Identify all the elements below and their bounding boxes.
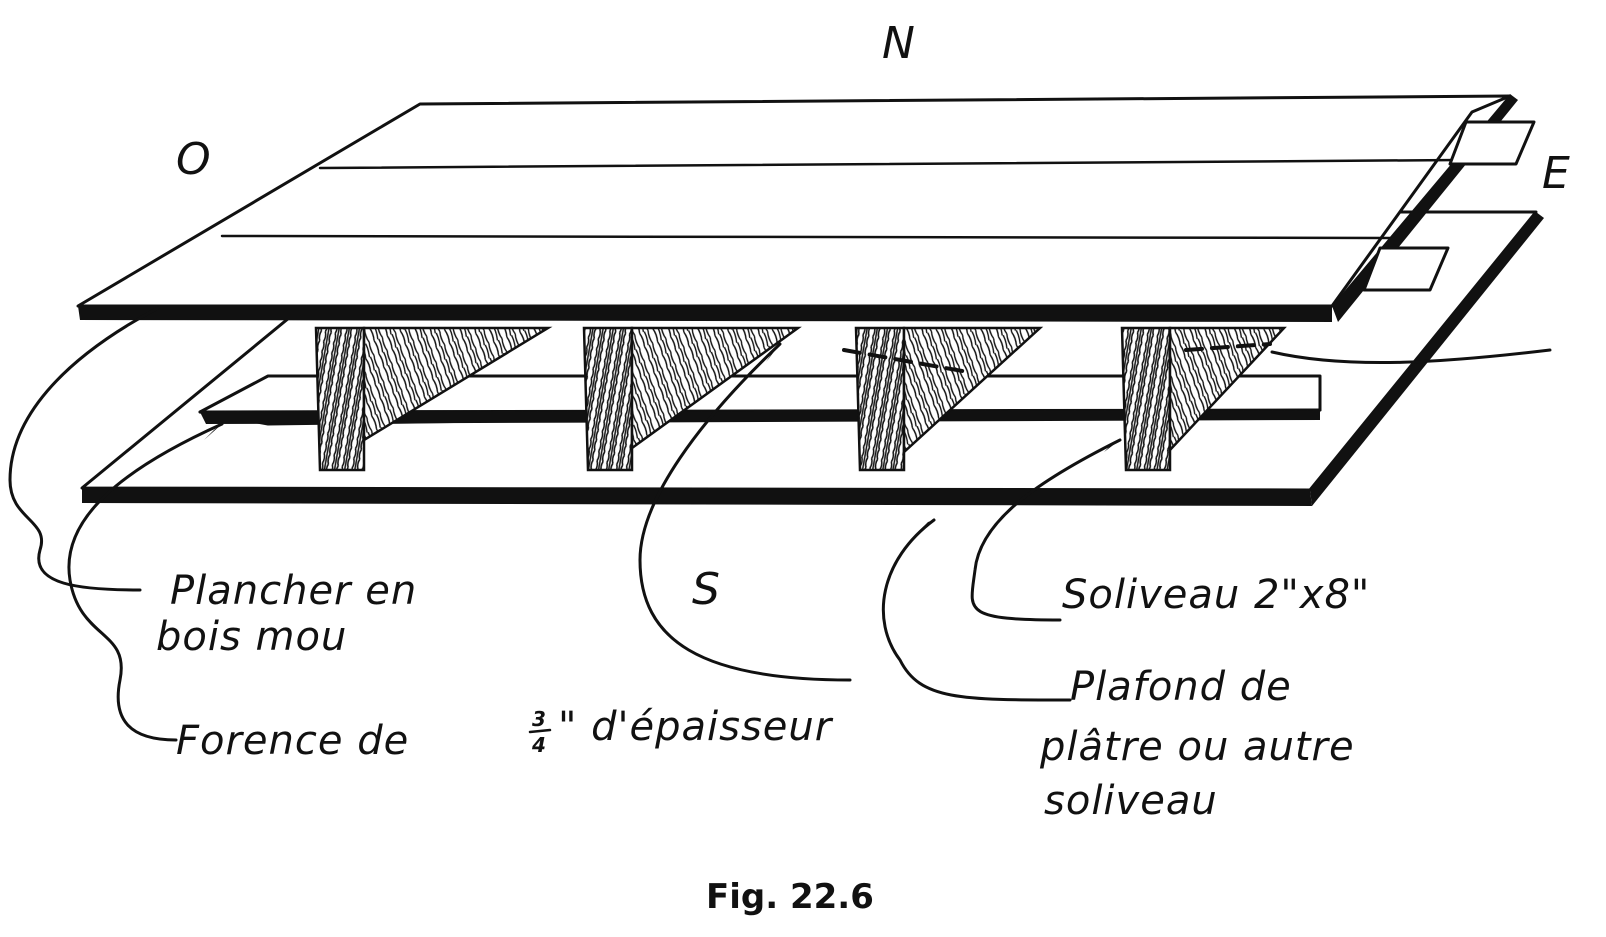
label-subfloor-suffix: " d'épaisseur bbox=[558, 704, 834, 750]
joist-4 bbox=[1120, 326, 1287, 472]
leader-lines bbox=[8, 306, 1552, 742]
compass-west: O bbox=[176, 134, 211, 185]
cross-strips bbox=[198, 374, 1322, 426]
label-subfloor-fraction-denominator: 4 bbox=[531, 733, 546, 757]
upper-plane bbox=[76, 94, 1536, 322]
label-softwood-floor-line2: bois mou bbox=[156, 614, 347, 660]
label-ceiling-line1: Plafond de bbox=[1070, 664, 1292, 710]
label-ceiling-line3: soliveau bbox=[1044, 778, 1218, 824]
joist-3 bbox=[854, 326, 1044, 472]
compass-east: E bbox=[1542, 148, 1570, 199]
joist-1 bbox=[314, 326, 553, 472]
label-ceiling-line2: plâtre ou autre bbox=[1039, 724, 1355, 770]
label-subfloor-fraction-numerator: 3 bbox=[532, 707, 546, 731]
label-subfloor-prefix: Forence de bbox=[176, 718, 409, 764]
label-joist: Soliveau 2"x8" bbox=[1062, 572, 1370, 618]
label-softwood-floor-line1: Plancher en bbox=[170, 568, 417, 614]
joist-2 bbox=[582, 326, 802, 472]
compass-south: S bbox=[692, 564, 720, 615]
compass-north: N bbox=[882, 18, 915, 69]
joists bbox=[314, 326, 1287, 472]
figure-caption: Fig. 22.6 bbox=[706, 877, 874, 917]
